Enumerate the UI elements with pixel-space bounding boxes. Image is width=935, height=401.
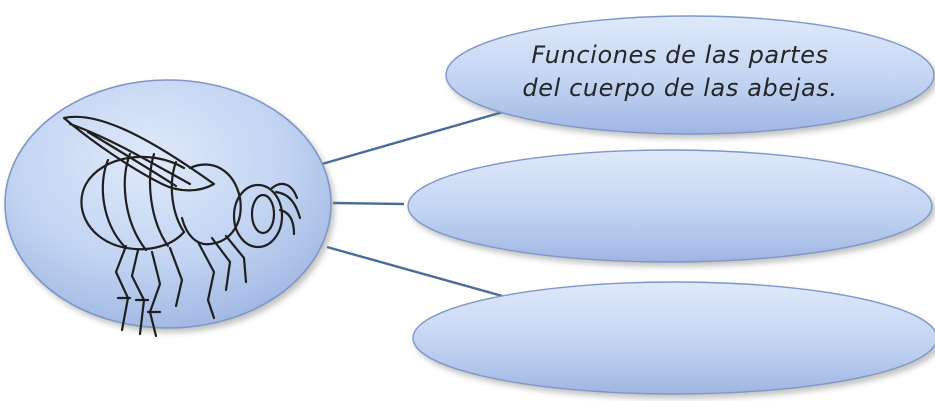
bee-icon [62, 115, 302, 338]
connector-line-middle [332, 201, 405, 206]
center-node-ellipse [4, 79, 332, 329]
node-middle-ellipse [407, 149, 933, 263]
connector-line-bottom [326, 245, 514, 301]
node-top-ellipse [445, 15, 935, 135]
connector-line-top [321, 108, 511, 166]
node-bottom-ellipse [412, 281, 935, 395]
